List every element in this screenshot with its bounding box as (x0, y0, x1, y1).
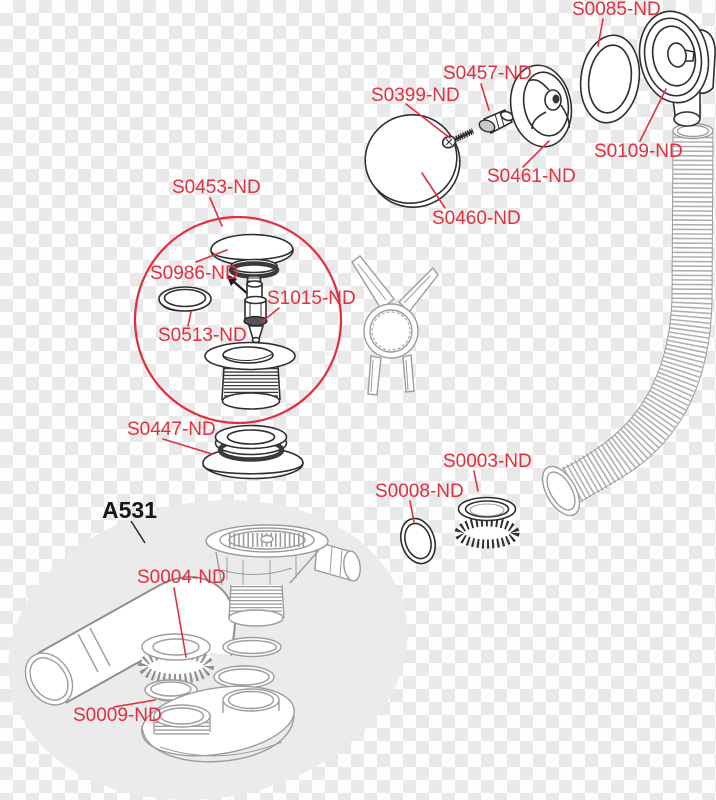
leader-s0457 (480, 83, 490, 111)
part-label-s0004: S0004-ND (137, 567, 226, 588)
leader-s0460 (421, 172, 446, 209)
overflow-rosette-disc (509, 64, 573, 148)
o-ring-lower (213, 665, 275, 689)
union-nut (138, 633, 214, 684)
threaded-waste-flange (204, 341, 296, 410)
oval-trap-body (141, 685, 295, 763)
elbow-pipe (24, 576, 236, 706)
leader-s0447 (162, 438, 213, 455)
a531-assembly-group (8, 500, 408, 800)
drain-flange-with-outlet (205, 524, 361, 627)
plug-stem (243, 280, 268, 344)
part-labels: S0085-ND S0457-ND S0399-ND S0109-ND S046… (73, 0, 683, 726)
o-ring-upper (222, 636, 282, 658)
leader-s0109 (639, 88, 667, 142)
part-label-s0003: S0003-ND (443, 451, 532, 472)
leader-s0453 (209, 197, 223, 227)
chrome-plug-cap (210, 233, 294, 285)
part-label-s0460: S0460-ND (432, 208, 521, 229)
mounting-bracket (351, 255, 439, 396)
part-label-s0513: S0513-ND (158, 325, 247, 346)
part-label-s0986: S0986-ND (150, 263, 239, 284)
leader-s0986 (195, 249, 228, 263)
cover-screw (441, 128, 475, 149)
part-label-s0085: S0085-ND (572, 0, 661, 20)
part-label-s0009: S0009-ND (73, 705, 162, 726)
part-label-s0447: S0447-ND (127, 419, 216, 440)
leader-a531 (130, 520, 146, 544)
corrugated-hose (541, 122, 714, 517)
hose-union-nut (454, 496, 520, 549)
leader-lines (113, 18, 667, 708)
leader-s0461 (522, 140, 550, 168)
leader-s0085 (597, 18, 604, 47)
leader-s0513 (187, 311, 192, 327)
leader-s0004 (173, 587, 187, 658)
part-label-s0109: S0109-ND (594, 141, 683, 162)
part-label-s1015: S1015-ND (267, 288, 356, 309)
part-label-s0008: S0008-ND (375, 481, 464, 502)
hose-gasket (399, 517, 437, 565)
leader-s0009 (113, 699, 156, 708)
overflow-gasket-ring (579, 34, 641, 124)
waste-plug-group (133, 215, 343, 425)
overflow-cover-disc (364, 114, 461, 208)
leader-s1015 (262, 307, 280, 322)
overflow-body (638, 10, 716, 127)
highlight-circle (133, 215, 343, 425)
part-label-s0457: S0457-ND (443, 63, 532, 84)
bath-drain-gasket (202, 424, 304, 480)
leader-s0003 (473, 470, 479, 492)
plug-o-ring (158, 286, 212, 312)
part-label-s0453: S0453-ND (172, 177, 261, 198)
overflow-valve-pin (478, 108, 515, 135)
leader-s0008 (409, 500, 415, 523)
leader-s0399 (405, 103, 451, 139)
part-label-s0461: S0461-ND (487, 166, 576, 187)
part-label-s0399: S0399-ND (371, 85, 460, 106)
assembly-code-label: A531 (102, 497, 157, 523)
